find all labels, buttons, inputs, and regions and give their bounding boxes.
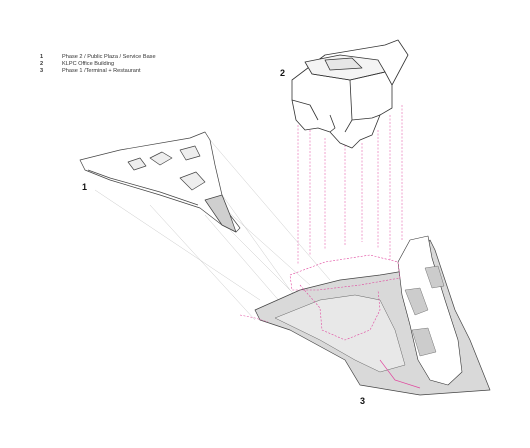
callout-1: 1	[82, 182, 88, 192]
plaza-service-base	[79, 131, 241, 233]
legend-num: 1	[40, 54, 44, 60]
projection-lines-1	[94, 139, 331, 331]
legend-text: KLPC Office Building	[62, 61, 115, 68]
legend-text: Phase 2 / Public Plaza / Service Base	[62, 54, 156, 60]
legend: 1 Phase 2 / Public Plaza / Service Base …	[40, 54, 156, 76]
legend-item-2: 2 KLPC Office Building	[40, 61, 156, 68]
legend-text: Phase 1 /Terminal + Restaurant	[62, 68, 141, 75]
terminal-site-base	[239, 235, 491, 396]
callout-3: 3	[360, 396, 366, 406]
projection-lines-2	[297, 105, 403, 265]
callout-2: 2	[280, 68, 286, 78]
legend-num: 3	[40, 68, 44, 75]
legend-num: 2	[40, 61, 44, 68]
legend-item-3: 3 Phase 1 /Terminal + Restaurant	[40, 68, 156, 75]
building-klpc-office	[291, 39, 409, 149]
legend-item-1: 1 Phase 2 / Public Plaza / Service Base	[40, 54, 156, 61]
